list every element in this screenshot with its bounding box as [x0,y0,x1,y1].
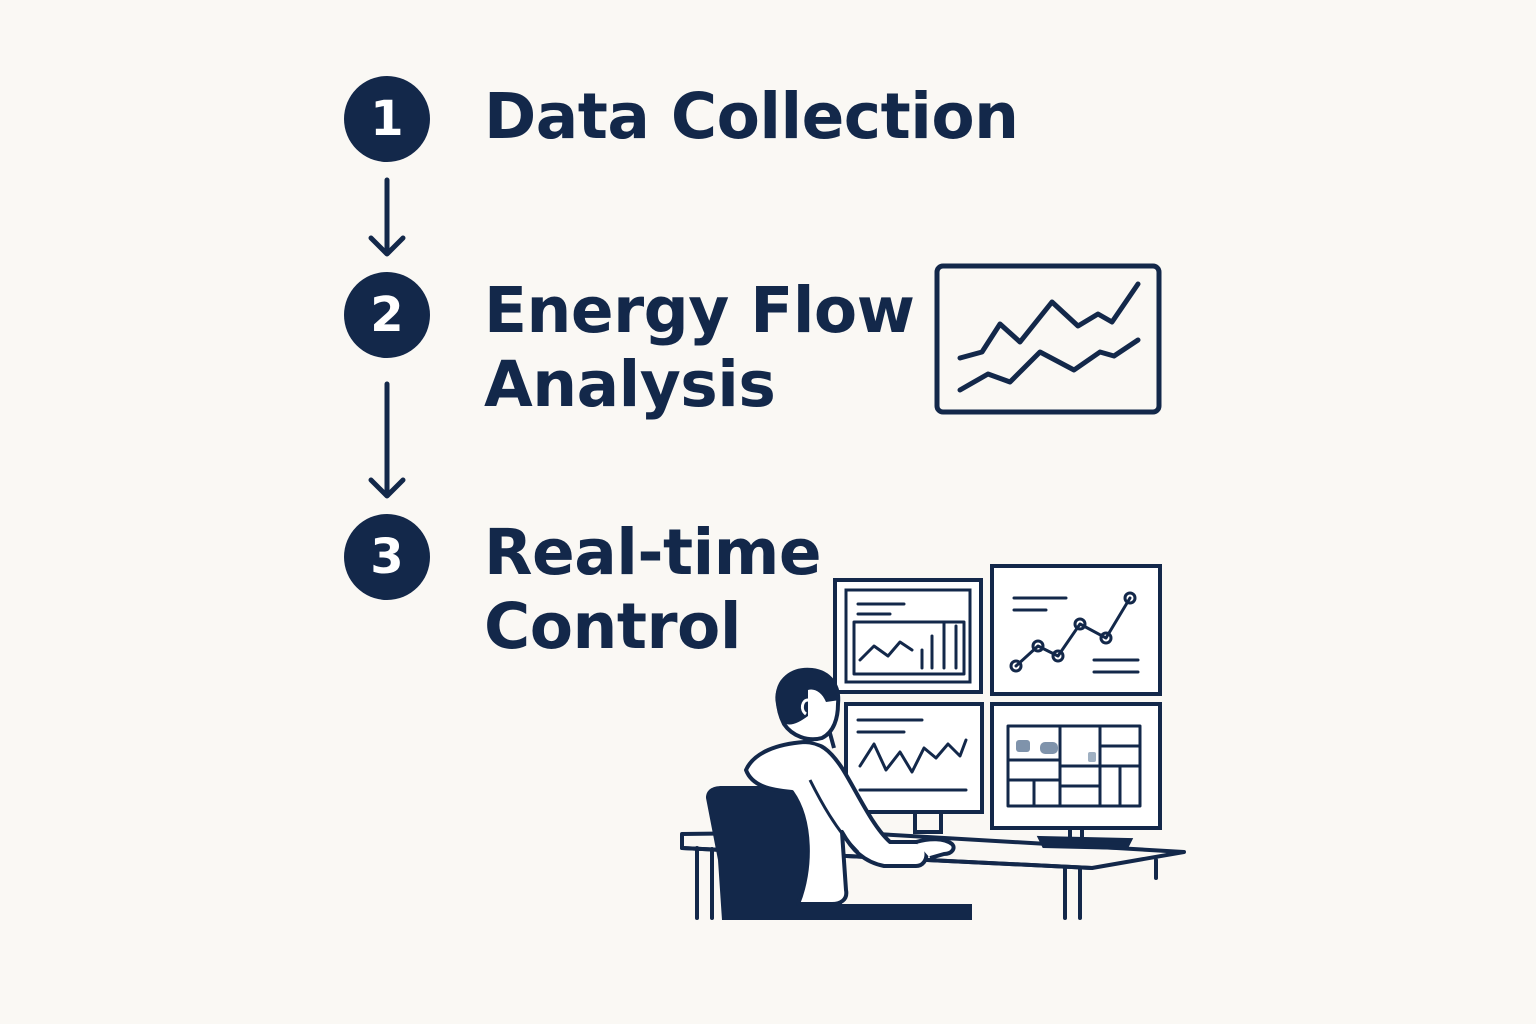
flow-arrow-1-to-2 [368,177,406,257]
step-3-number: 3 [370,529,404,585]
step-2-number: 2 [370,287,404,343]
flow-arrow-2-to-3 [368,381,406,499]
step-3-title-line-2: Control [484,590,741,663]
monitor-top-left [833,578,983,694]
step-3-title-line-1: Real-time [484,516,822,589]
step-2-badge: 2 [344,272,430,358]
step-1-title: Data Collection [484,80,1019,154]
step-1-badge: 1 [344,76,430,162]
step-2-title: Energy Flow Analysis [484,274,915,422]
monitor-bottom-right [990,702,1162,830]
line-chart-icon [934,263,1162,415]
step-1-title-line-1: Data Collection [484,80,1019,153]
operator-person [744,667,956,906]
step-3-badge: 3 [344,514,430,600]
operator-at-monitors-illustration [680,564,1186,920]
step-2-title-line-2: Analysis [484,348,776,421]
step-3-title: Real-time Control [484,516,822,664]
monitor-bottom-left [844,702,984,814]
step-2-title-line-1: Energy Flow [484,274,915,347]
office-chair [706,786,972,920]
monitor-top-right [990,564,1162,696]
step-1-number: 1 [370,91,404,147]
